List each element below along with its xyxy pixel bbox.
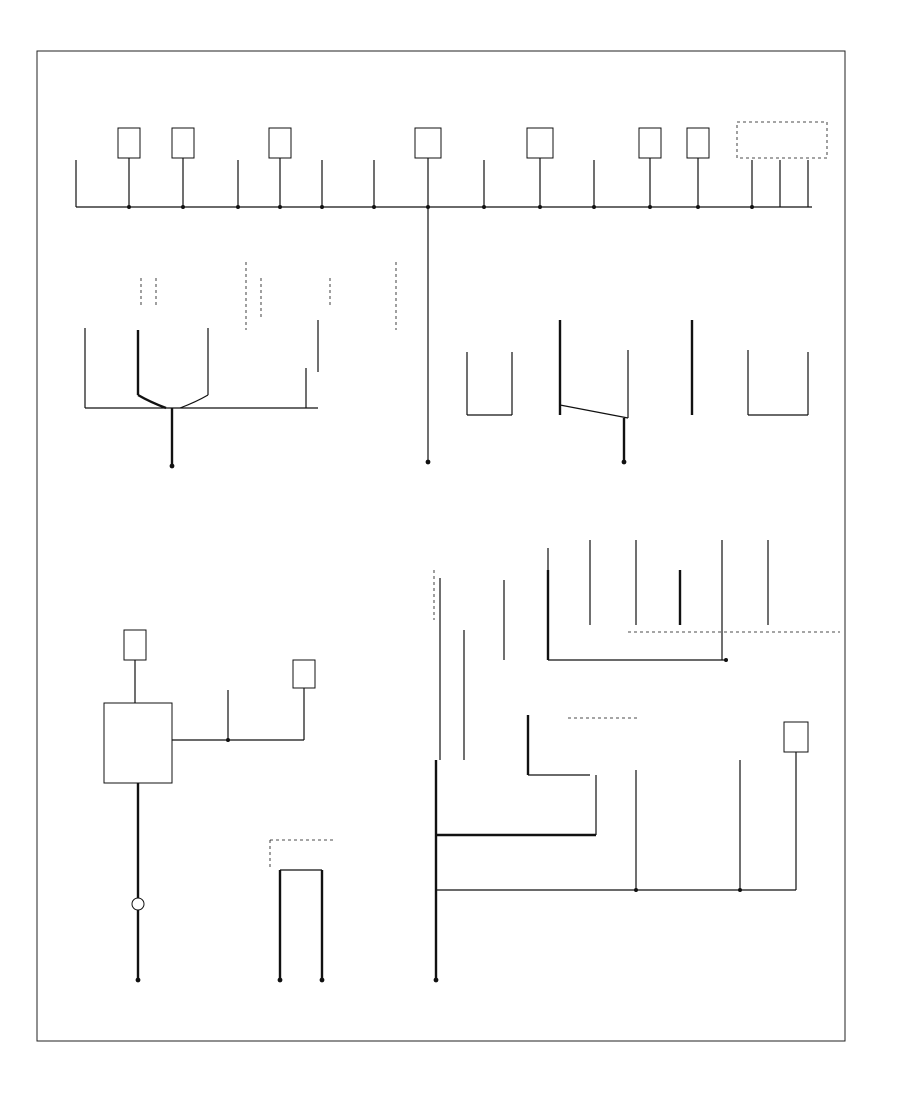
- upper-right-ground-group: [466, 320, 809, 465]
- upper-left-ground-group: [84, 262, 397, 469]
- lower-left-ground-group: [103, 629, 334, 983]
- component-box-6: [638, 127, 662, 159]
- diagram-border: [36, 50, 846, 1042]
- component-box-9: [123, 629, 147, 661]
- lower-right-ground-group: [433, 540, 840, 983]
- component-box-8: [736, 121, 828, 159]
- component-box-2: [171, 127, 195, 159]
- component-box-10: [292, 659, 316, 689]
- component-box-3: [268, 127, 292, 159]
- component-box-1: [117, 127, 141, 159]
- top-ground-bus: [75, 121, 828, 465]
- component-box-4: [414, 127, 442, 159]
- component-box-5: [526, 127, 554, 159]
- component-box-7: [686, 127, 710, 159]
- component-box-11: [103, 702, 173, 784]
- splice-circle: [131, 897, 145, 911]
- component-box-12: [783, 721, 809, 753]
